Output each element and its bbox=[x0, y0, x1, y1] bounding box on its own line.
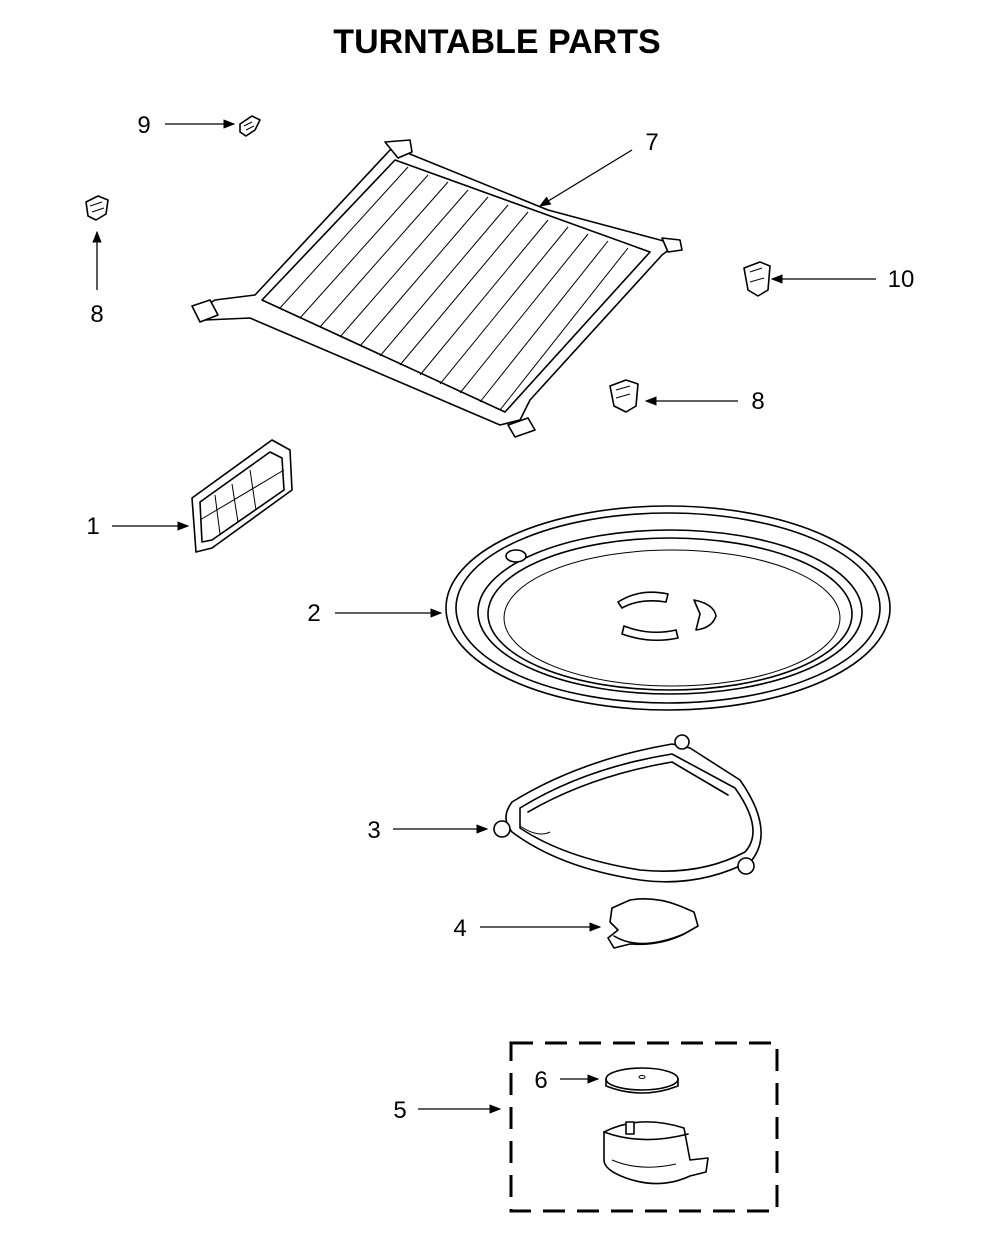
wire-rack-part-7 bbox=[191, 139, 683, 438]
page-title: TURNTABLE PARTS bbox=[333, 23, 660, 61]
glass-tray-part-2 bbox=[445, 505, 891, 711]
leader-7 bbox=[539, 149, 633, 207]
callout-3: 3 bbox=[367, 817, 380, 844]
callout-6: 6 bbox=[534, 1067, 547, 1094]
drive-disc-part-6 bbox=[605, 1067, 679, 1094]
callout-5: 5 bbox=[393, 1097, 406, 1124]
callout-9: 9 bbox=[137, 112, 150, 139]
motor-kit-box-part-5 bbox=[509, 1041, 779, 1213]
cover-part-1 bbox=[191, 439, 293, 553]
callout-4: 4 bbox=[453, 915, 466, 942]
roller-ring-part-3 bbox=[493, 734, 762, 883]
bracket-part-8-right bbox=[609, 379, 639, 413]
clip-part-9 bbox=[239, 115, 261, 137]
clip-part-8-left bbox=[85, 195, 109, 221]
callout-8-right: 8 bbox=[751, 388, 764, 415]
bracket-part-10 bbox=[743, 261, 771, 297]
coupler-part-4 bbox=[607, 898, 699, 949]
callout-1: 1 bbox=[86, 513, 99, 540]
callout-2: 2 bbox=[307, 600, 320, 627]
callout-7: 7 bbox=[645, 129, 658, 156]
callout-10: 10 bbox=[888, 266, 915, 293]
turntable-motor bbox=[603, 1121, 709, 1185]
callout-8-left: 8 bbox=[90, 301, 103, 328]
